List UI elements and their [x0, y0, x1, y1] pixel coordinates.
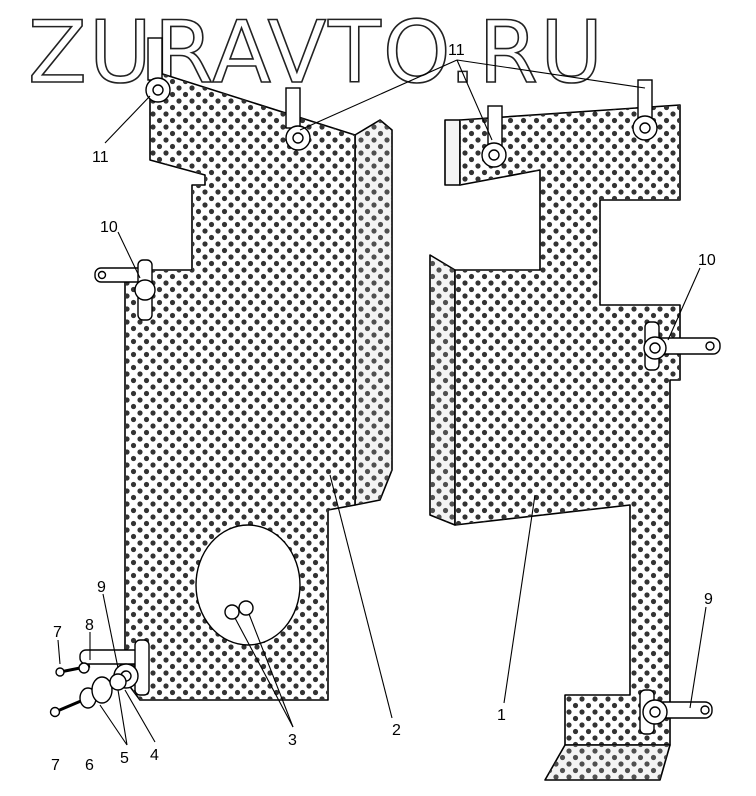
left-panel-opening	[195, 524, 301, 646]
callout-left-2: 2	[392, 722, 401, 739]
nut-3a	[224, 604, 240, 620]
callout-left-7-upper: 7	[53, 624, 62, 641]
callout-right-1: 1	[497, 707, 506, 724]
callout-left-10: 10	[100, 219, 118, 236]
callout-left-4: 4	[150, 747, 159, 764]
left-bracket-10	[94, 259, 156, 321]
callout-left-11: 11	[92, 149, 109, 166]
left-bracket-11b	[285, 87, 311, 151]
right-bracket-10	[643, 321, 721, 371]
callout-left-6: 6	[85, 757, 94, 774]
left-bracket-11a	[145, 37, 171, 103]
callout-left-5: 5	[120, 750, 129, 767]
right-bracket-9	[639, 689, 713, 735]
washer-8	[78, 662, 90, 674]
left-leaders	[57, 95, 393, 746]
right-bracket-11b	[632, 79, 658, 141]
callout-left-8: 8	[85, 617, 94, 634]
callout-left-9: 9	[97, 579, 106, 596]
nut-4	[109, 673, 127, 691]
left-panel	[124, 69, 393, 701]
callout-left-3: 3	[288, 732, 297, 749]
nut-3b	[238, 600, 254, 616]
callout-right-9: 9	[704, 591, 713, 608]
damper-5	[91, 676, 113, 704]
right-panel	[429, 104, 681, 781]
watermark-text: ZURAVTO.RU	[28, 3, 605, 103]
right-panel-top-flange	[444, 119, 461, 186]
right-leaders	[299, 59, 707, 709]
callout-right-10: 10	[698, 252, 716, 269]
callout-right-11: 11	[448, 42, 465, 59]
callout-left-7-lower: 7	[51, 757, 60, 774]
callout-labels: 11 10 9 8 7 7 6 5 4 3 2 11 10 9 1	[51, 42, 716, 774]
